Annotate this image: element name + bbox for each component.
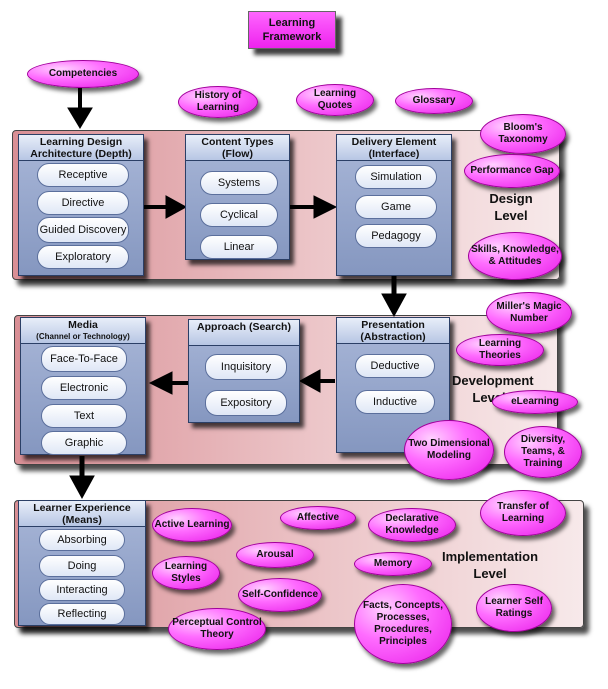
media-item[interactable]: Face-To-Face xyxy=(41,346,127,372)
architecture-item[interactable]: Exploratory xyxy=(37,245,129,269)
glossary-bubble[interactable]: Glossary xyxy=(395,88,473,114)
content-type-item[interactable]: Cyclical xyxy=(200,203,278,227)
content-types-title: Content Types (Flow) xyxy=(186,135,289,161)
content-type-item[interactable]: Systems xyxy=(200,171,278,195)
presentation-title: Presentation (Abstraction) xyxy=(337,318,449,344)
framework-title: Learning Framework xyxy=(248,11,336,49)
blooms-taxonomy-bubble[interactable]: Bloom's Taxonomy xyxy=(480,114,566,154)
arrow-design-to-development xyxy=(381,293,407,318)
transfer-of-learning-bubble[interactable]: Transfer of Learning xyxy=(480,490,566,536)
learner-self-ratings-bubble[interactable]: Learner Self Ratings xyxy=(476,584,552,632)
arousal-bubble[interactable]: Arousal xyxy=(236,542,314,568)
approach-item[interactable]: Expository xyxy=(205,390,287,416)
experience-item[interactable]: Reflecting xyxy=(39,603,125,625)
architecture-panel: Learning Design Architecture (Depth) Rec… xyxy=(18,134,144,276)
media-heading: Media xyxy=(68,319,98,331)
competencies-bubble[interactable]: Competencies xyxy=(27,60,139,88)
arrow-content-to-delivery xyxy=(313,195,338,219)
affective-bubble[interactable]: Affective xyxy=(280,506,356,530)
delivery-item[interactable]: Game xyxy=(355,195,437,219)
learning-quotes-bubble[interactable]: Learning Quotes xyxy=(296,84,374,116)
delivery-title: Delivery Element (Interface) xyxy=(337,135,451,161)
declarative-knowledge-bubble[interactable]: Declarative Knowledge xyxy=(368,508,456,542)
experience-item[interactable]: Interacting xyxy=(39,579,125,601)
architecture-item[interactable]: Guided Discovery xyxy=(37,217,129,243)
architecture-item[interactable]: Receptive xyxy=(37,163,129,187)
delivery-item[interactable]: Pedagogy xyxy=(355,224,437,248)
arrow-presentation-to-approach xyxy=(298,369,321,393)
millers-magic-number-bubble[interactable]: Miller's Magic Number xyxy=(486,292,572,334)
media-title: Media (Channel or Technology) xyxy=(21,318,145,344)
design-level-label: Design Level xyxy=(489,191,533,223)
learner-experience-title: Learner Experience (Means) xyxy=(19,501,145,527)
delivery-panel: Delivery Element (Interface) Simulation … xyxy=(336,134,452,276)
approach-item[interactable]: Inquisitory xyxy=(205,354,287,380)
presentation-item[interactable]: Inductive xyxy=(355,390,435,414)
arrow-architecture-to-content xyxy=(165,195,188,219)
performance-gap-bubble[interactable]: Performance Gap xyxy=(464,154,560,188)
media-item[interactable]: Text xyxy=(41,404,127,428)
learning-styles-bubble[interactable]: Learning Styles xyxy=(152,556,220,590)
arrow-competencies-down xyxy=(67,107,93,129)
media-panel: Media (Channel or Technology) Face-To-Fa… xyxy=(20,317,146,455)
architecture-item[interactable]: Directive xyxy=(37,191,129,215)
architecture-title: Learning Design Architecture (Depth) xyxy=(19,135,143,161)
learner-experience-panel: Learner Experience (Means) Absorbing Doi… xyxy=(18,500,146,626)
approach-title: Approach (Search) xyxy=(189,320,299,346)
learning-theories-bubble[interactable]: Learning Theories xyxy=(456,334,544,366)
perceptual-control-theory-bubble[interactable]: Perceptual Control Theory xyxy=(168,608,266,650)
experience-item[interactable]: Absorbing xyxy=(39,529,125,551)
approach-panel: Approach (Search) Inquisitory Expository xyxy=(188,319,300,423)
arrow-approach-to-media xyxy=(148,371,173,395)
experience-item[interactable]: Doing xyxy=(39,555,125,577)
facts-concepts-bubble[interactable]: Facts, Concepts, Processes, Procedures, … xyxy=(354,584,452,664)
media-item[interactable]: Graphic xyxy=(41,431,127,455)
history-of-learning-bubble[interactable]: History of Learning xyxy=(178,86,258,118)
arrow-development-to-implementation xyxy=(69,475,95,500)
skills-knowledge-attitudes-bubble[interactable]: Skills, Knowledge, & Attitudes xyxy=(468,232,562,280)
implementation-level-label: Implementation Level xyxy=(441,549,539,581)
self-confidence-bubble[interactable]: Self-Confidence xyxy=(238,578,322,612)
media-subtitle: (Channel or Technology) xyxy=(36,332,130,341)
active-learning-bubble[interactable]: Active Learning xyxy=(152,508,232,542)
content-type-item[interactable]: Linear xyxy=(200,235,278,259)
elearning-bubble[interactable]: eLearning xyxy=(492,390,578,414)
media-item[interactable]: Electronic xyxy=(41,376,127,400)
content-types-panel: Content Types (Flow) Systems Cyclical Li… xyxy=(185,134,290,260)
two-dimensional-modeling-bubble[interactable]: Two Dimensional Modeling xyxy=(404,420,494,480)
diversity-teams-training-bubble[interactable]: Diversity, Teams, & Training xyxy=(504,426,582,478)
memory-bubble[interactable]: Memory xyxy=(354,552,432,576)
delivery-item[interactable]: Simulation xyxy=(355,165,437,189)
presentation-item[interactable]: Deductive xyxy=(355,354,435,378)
